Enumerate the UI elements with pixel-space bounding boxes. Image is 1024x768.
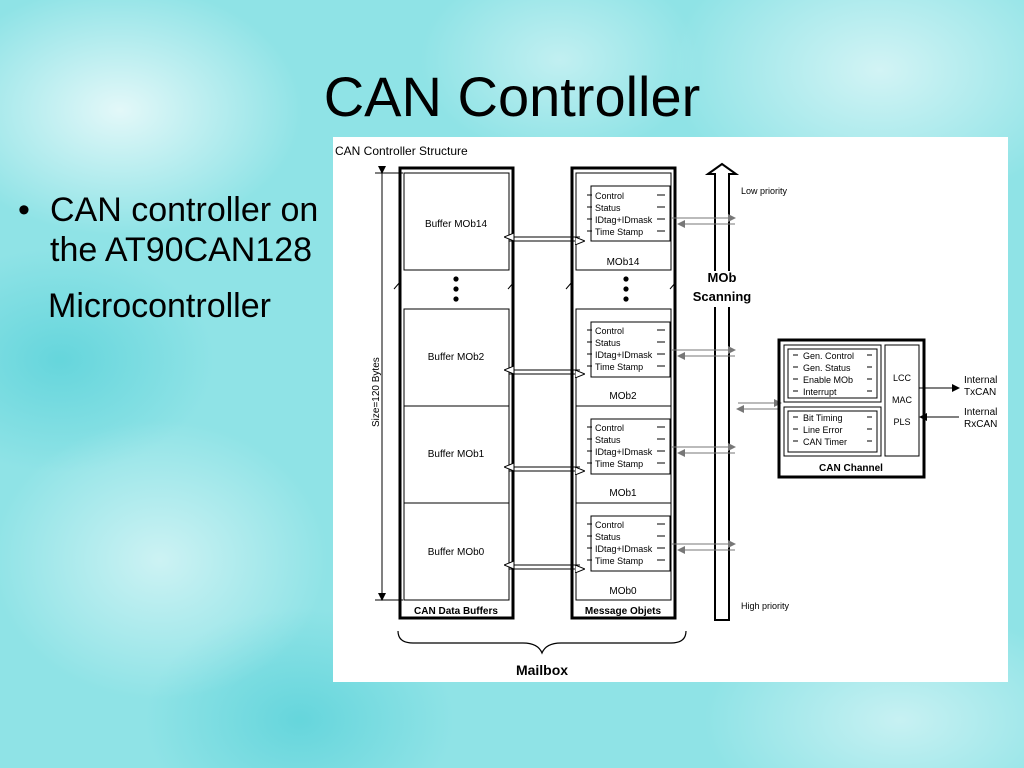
tx-label: TxCAN xyxy=(964,387,996,398)
layer-pls: PLS xyxy=(893,417,910,427)
mob-field-idtag: IDtag+IDmask xyxy=(595,350,653,360)
diagram-svg: CAN Controller Structure Size=120 Bytes … xyxy=(335,144,997,678)
mob2-registers xyxy=(590,321,671,378)
tx-label: Internal xyxy=(964,375,997,386)
channel-timing-registers xyxy=(783,406,882,457)
message-objects-frame xyxy=(570,166,677,620)
buffer-mob0 xyxy=(403,502,510,601)
buffer-break-marks xyxy=(393,281,515,290)
channel-register-label: Gen. Control xyxy=(803,351,854,361)
mob-field-status: Status xyxy=(595,435,621,445)
mob14-registers xyxy=(590,185,671,242)
mob-field-timestamp: Time Stamp xyxy=(595,362,643,372)
mob-name: MOb2 xyxy=(609,391,637,402)
layer-lcc: LCC xyxy=(893,373,912,383)
mailbox-brace xyxy=(397,630,687,655)
mob-name: MOb0 xyxy=(609,586,637,597)
low-priority-label: Low priority xyxy=(741,186,788,196)
size-label: Size=120 Bytes xyxy=(371,357,382,427)
channel-register-label: Line Error xyxy=(803,425,843,435)
mob0-box xyxy=(575,502,672,601)
rx-label: RxCAN xyxy=(964,419,997,430)
mob-field-control: Control xyxy=(595,423,624,433)
mob-field-idtag: IDtag+IDmask xyxy=(595,447,653,457)
bullet-dot: • xyxy=(18,191,30,229)
diagram-title: CAN Controller Structure xyxy=(335,144,468,158)
mob-field-timestamp: Time Stamp xyxy=(595,227,643,237)
register-tick-marks xyxy=(587,194,665,561)
mob-field-timestamp: Time Stamp xyxy=(595,556,643,566)
can-structure-diagram: CAN Controller Structure Size=120 Bytes … xyxy=(333,137,1008,682)
scanning-label-bg xyxy=(690,271,754,307)
can-channel-label: CAN Channel xyxy=(819,463,883,474)
bullet-list: • CAN controller on the AT90CAN128 Micro… xyxy=(18,190,338,326)
mob-field-control: Control xyxy=(595,191,624,201)
buffer-label: Buffer MOb0 xyxy=(428,547,485,558)
mob-name: MOb1 xyxy=(609,488,637,499)
channel-control-inner xyxy=(787,348,878,399)
buffer-ellipsis-dots xyxy=(453,276,459,302)
mob14-box xyxy=(575,172,672,271)
bullet-text: CAN controller on the AT90CAN128 xyxy=(50,191,319,269)
mob0-registers xyxy=(590,515,671,572)
slide-title: CAN Controller xyxy=(323,65,701,128)
rx-label: Internal xyxy=(964,407,997,418)
mob-field-status: Status xyxy=(595,338,621,348)
bullet-continuation: Microcontroller xyxy=(18,286,338,326)
data-buffers-frame xyxy=(398,166,515,620)
mob-name: MOb14 xyxy=(607,257,640,268)
buffer-label: Buffer MOb2 xyxy=(428,352,485,363)
mob-bus-links xyxy=(671,214,782,554)
high-priority-label: High priority xyxy=(741,601,790,611)
bullet-continuation-text: Microcontroller xyxy=(48,287,271,325)
bullet-item: • CAN controller on the AT90CAN128 xyxy=(18,190,338,270)
mob-scanning-bus xyxy=(704,162,740,621)
mob-field-control: Control xyxy=(595,520,624,530)
buffer-label: Buffer MOb1 xyxy=(428,449,485,460)
can-channel-frame xyxy=(777,338,926,479)
mob-ellipsis-dots xyxy=(623,276,629,302)
mob-field-timestamp: Time Stamp xyxy=(595,459,643,469)
protocol-layers-box xyxy=(884,344,920,457)
data-buffers-label: CAN Data Buffers xyxy=(414,606,498,617)
mob1-registers xyxy=(590,418,671,475)
scanning-label-mob: MOb xyxy=(708,270,737,285)
channel-timing-inner xyxy=(787,410,878,453)
channel-register-label: CAN Timer xyxy=(803,437,847,447)
mob-break-marks xyxy=(565,281,677,290)
buffer-mob-links xyxy=(505,237,584,569)
scanning-label: Scanning xyxy=(693,289,752,304)
mailbox-label: Mailbox xyxy=(516,662,568,678)
message-objects-label: Message Objets xyxy=(585,606,662,617)
channel-control-registers xyxy=(783,344,882,403)
channel-tick-marks xyxy=(793,354,872,442)
buffer-label: Buffer MOb14 xyxy=(425,219,488,230)
mob-field-status: Status xyxy=(595,532,621,542)
mob-field-status: Status xyxy=(595,203,621,213)
channel-register-label: Bit Timing xyxy=(803,413,843,423)
mob-field-idtag: IDtag+IDmask xyxy=(595,215,653,225)
channel-register-label: Interrupt xyxy=(803,387,837,397)
channel-register-label: Enable MOb xyxy=(803,375,853,385)
buffer-mob14 xyxy=(403,172,510,271)
channel-register-label: Gen. Status xyxy=(803,363,851,373)
mob-field-control: Control xyxy=(595,326,624,336)
mob-field-idtag: IDtag+IDmask xyxy=(595,544,653,554)
layer-mac: MAC xyxy=(892,395,913,405)
